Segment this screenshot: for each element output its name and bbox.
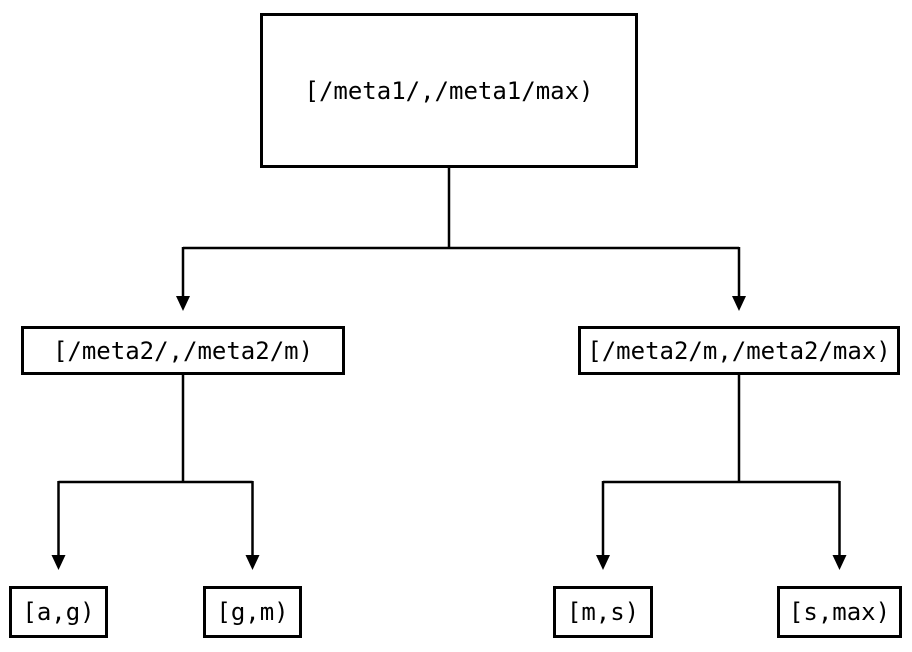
connector-line [57, 375, 254, 556]
connector-line [601, 375, 841, 556]
down-arrowhead-icon [732, 296, 746, 311]
node-label: [m,s) [566, 598, 640, 626]
node-meta2-right-range: [/meta2/m,/meta2/max) [578, 326, 900, 375]
node-label: [s,max) [788, 598, 891, 626]
down-arrowhead-icon [51, 555, 66, 570]
down-arrowhead-icon [176, 296, 190, 311]
down-arrowhead-icon [596, 555, 610, 570]
node-leaf-ms: [m,s) [553, 586, 653, 638]
node-leaf-smax: [s,max) [777, 586, 902, 638]
node-label: [/meta1/,/meta1/max) [304, 76, 594, 105]
down-arrowhead-icon [245, 555, 260, 570]
node-label: [g,m) [216, 598, 289, 626]
edge-meta2left-to-leaves [51, 375, 260, 570]
node-leaf-ag: [a,g) [9, 586, 108, 638]
down-arrowhead-icon [832, 555, 847, 570]
node-label: [/meta2/,/meta2/m) [52, 336, 314, 365]
node-label: [a,g) [22, 598, 95, 626]
node-meta2-left-range: [/meta2/,/meta2/m) [21, 326, 345, 375]
node-leaf-gm: [g,m) [203, 586, 302, 638]
node-label: [/meta2/m,/meta2/max) [587, 336, 891, 365]
node-meta1-range: [/meta1/,/meta1/max) [260, 13, 638, 168]
edge-root-to-meta2 [176, 168, 746, 311]
edge-meta2right-to-leaves [596, 375, 847, 570]
connector-line [181, 168, 741, 297]
